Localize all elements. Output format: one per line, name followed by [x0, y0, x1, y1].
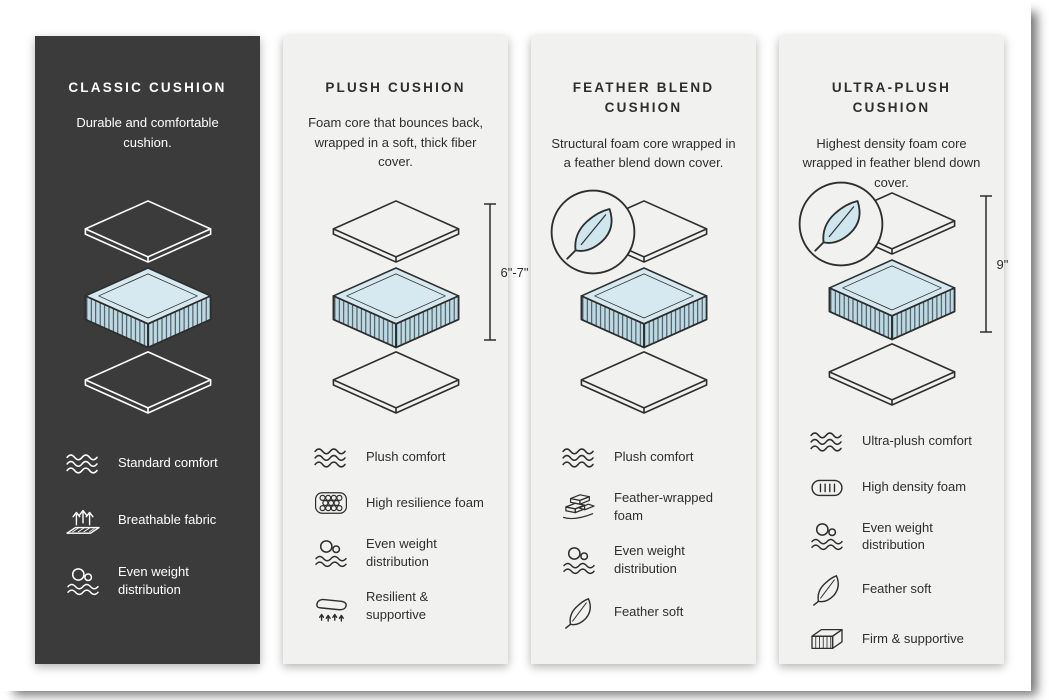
cushion-illustration: [550, 189, 736, 427]
cushion-illustration: 6"-7": [303, 190, 529, 427]
bottom-slab: [580, 351, 707, 414]
foam-core: [332, 267, 459, 349]
feature-ultra-plush-comfort: Ultra-plush comfort: [807, 427, 984, 455]
feature-label: High density foam: [862, 479, 967, 495]
feather-badge: [798, 181, 883, 267]
feature-label: Resilient & supportive: [366, 589, 429, 622]
feature-label: Standard comfort: [118, 455, 218, 471]
even-weight-icon: [559, 545, 599, 575]
infographic-sheet: CLASSIC CUSHION Durable and comfortable …: [35, 36, 1009, 664]
waves-icon: [63, 449, 103, 477]
even-weight-icon: [807, 521, 847, 551]
card-description: Highest density foam core wrapped in fea…: [802, 135, 981, 190]
feather-icon: [813, 200, 860, 252]
feature-list: Plush comfort: [551, 443, 736, 629]
feature-high-density-foam: High density foam: [807, 473, 984, 501]
feature-standard-comfort: Standard comfort: [63, 449, 240, 477]
feature-label: Breathable fabric: [118, 512, 217, 528]
even-weight-icon: [311, 538, 351, 568]
waves-icon: [559, 443, 599, 471]
breathable-icon: [63, 504, 103, 536]
waves-icon: [311, 443, 351, 471]
height-marker: 6"-7": [483, 202, 529, 342]
feature-even-weight: Even weight distribution: [559, 542, 736, 577]
cushion-layers-illustration: [580, 200, 707, 414]
card-ultra-plush-cushion: ULTRA-PLUSH CUSHION Highest density foam…: [779, 36, 1008, 664]
feature-label: Even weight distribution: [118, 564, 189, 597]
feature-label: Firm & supportive: [862, 631, 964, 647]
feature-label: Feather-wrapped foam: [614, 490, 713, 523]
high-density-icon: [807, 473, 847, 501]
card-header: PLUSH CUSHION Foam core that bounces bac…: [303, 66, 488, 190]
feature-feather-soft: Feather soft: [807, 572, 984, 606]
feather-icon: [559, 595, 599, 629]
feature-high-resilience-foam: High resilience foam: [311, 489, 488, 517]
foam-core: [828, 259, 955, 341]
cushion-illustration: [55, 190, 240, 427]
feature-firm-supportive: Firm & supportive: [807, 624, 984, 654]
waves-icon: [807, 427, 847, 455]
height-marker-line: [483, 203, 496, 341]
feature-plush-comfort: Plush comfort: [559, 443, 736, 471]
feather-icon: [565, 208, 612, 260]
card-description: Structural foam core wrapped in a feathe…: [551, 135, 736, 171]
cushion-cards-row: CLASSIC CUSHION Durable and comfortable …: [35, 36, 1008, 664]
bottom-slab: [828, 343, 955, 406]
cushion-layers-illustration: [84, 200, 211, 414]
feature-list: Standard comfort Breathable fabric: [55, 443, 240, 598]
height-label: 6"-7": [500, 264, 529, 280]
foam-circles-icon: [311, 489, 351, 517]
card-description: Durable and comfortable cushion.: [76, 115, 219, 150]
feature-list: Ultra-plush comfort High density foam: [799, 427, 984, 654]
feature-feather-soft: Feather soft: [559, 595, 736, 629]
feature-feather-wrapped-foam: Feather-wrapped foam: [559, 489, 736, 524]
cushion-illustration: 9": [798, 181, 1008, 411]
foam-core: [84, 267, 211, 349]
firm-supportive-icon: [807, 624, 847, 654]
resilient-icon: [311, 590, 351, 622]
feature-label: High resilience foam: [366, 495, 484, 511]
feature-resilient-supportive: Resilient & supportive: [311, 588, 488, 623]
feature-label: Ultra-plush comfort: [862, 433, 972, 449]
feature-even-weight: Even weight distribution: [63, 563, 240, 598]
bottom-slab: [332, 351, 459, 414]
top-slab: [332, 200, 459, 263]
feature-label: Plush comfort: [614, 449, 694, 465]
card-classic-cushion: CLASSIC CUSHION Durable and comfortable …: [35, 36, 260, 664]
card-title: CLASSIC CUSHION: [68, 80, 227, 95]
feature-label: Feather soft: [862, 581, 932, 597]
feather-badge: [550, 189, 635, 275]
card-title: ULTRA-PLUSH CUSHION: [831, 80, 952, 116]
feature-even-weight: Even weight distribution: [807, 519, 984, 554]
card-plush-cushion: PLUSH CUSHION Foam core that bounces bac…: [283, 36, 529, 664]
card-title: PLUSH CUSHION: [325, 80, 466, 95]
card-title: FEATHER BLEND CUSHION: [572, 80, 715, 116]
card-header: CLASSIC CUSHION Durable and comfortable …: [55, 66, 240, 190]
feature-breathable-fabric: Breathable fabric: [63, 504, 240, 536]
top-slab: [84, 200, 211, 263]
feature-even-weight: Even weight distribution: [311, 535, 488, 570]
feature-label: Even weight distribution: [366, 536, 437, 569]
feature-label: Feather soft: [614, 604, 684, 620]
card-header: ULTRA-PLUSH CUSHION Highest density foam…: [799, 66, 984, 190]
card-feather-blend-cushion: FEATHER BLEND CUSHION Structural foam co…: [531, 36, 756, 664]
even-weight-icon: [63, 566, 103, 596]
feature-list: Plush comfort High resilience foam: [303, 443, 488, 623]
height-label: 9": [996, 256, 1009, 272]
feature-label: Plush comfort: [366, 449, 446, 465]
card-description: Foam core that bounces back, wrapped in …: [308, 115, 483, 170]
foam-core: [580, 267, 707, 349]
height-marker-line: [979, 195, 992, 333]
height-marker: 9": [979, 194, 1009, 334]
card-header: FEATHER BLEND CUSHION Structural foam co…: [551, 66, 736, 190]
feather-wrapped-icon: [559, 492, 599, 522]
feature-plush-comfort: Plush comfort: [311, 443, 488, 471]
feature-label: Even weight distribution: [862, 519, 933, 553]
cushion-layers-illustration: [332, 200, 459, 414]
bottom-slab: [84, 351, 211, 414]
feather-icon: [807, 572, 847, 606]
feature-label: Even weight distribution: [614, 543, 685, 576]
